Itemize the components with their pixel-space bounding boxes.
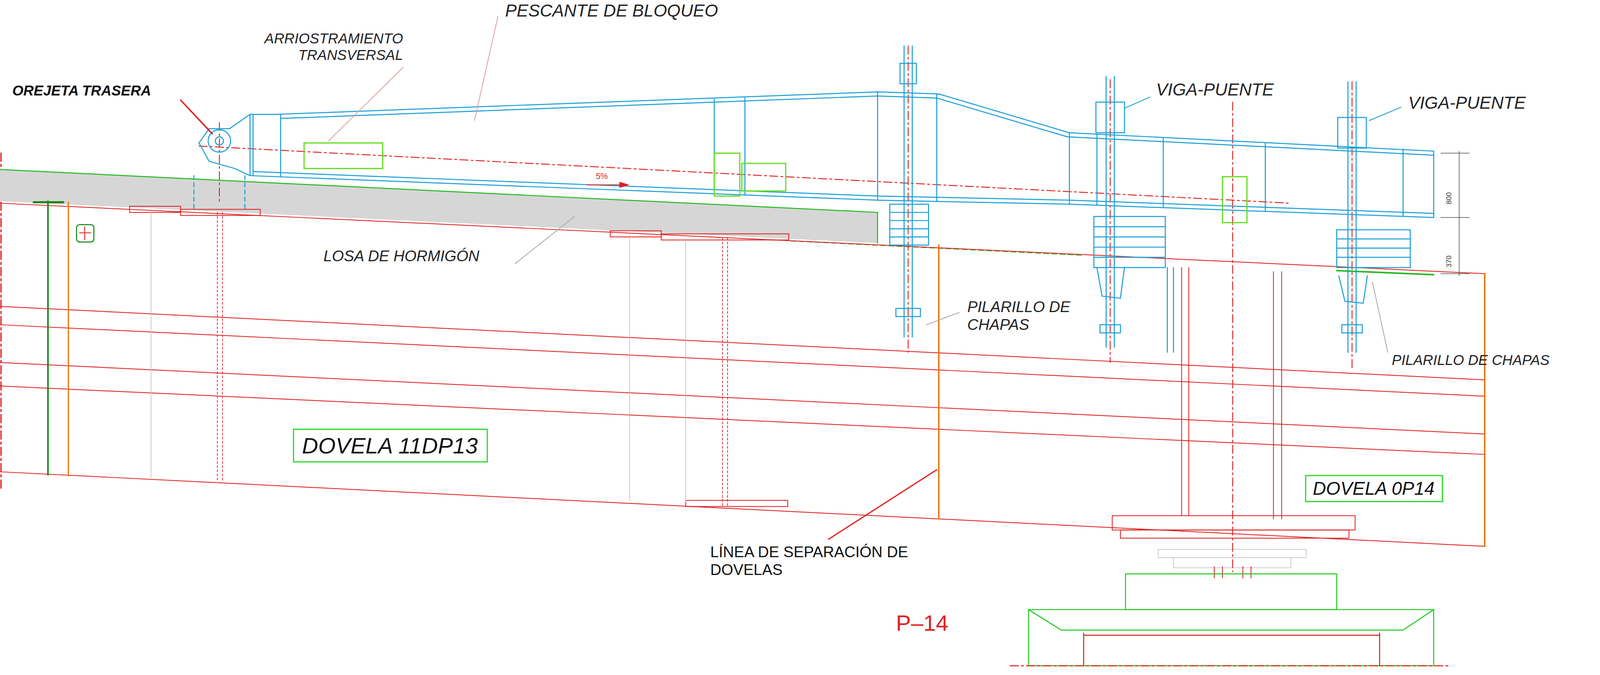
drawing-label: PILARILLO DE CHAPAS (1391, 351, 1550, 369)
drawing-label: LOSA DE HORMIGÓN (323, 247, 480, 265)
segment-name: DOVELA 11DP13 (301, 432, 478, 459)
drawing-label: 5% (595, 171, 608, 181)
drawing-label: VIGA-PUENTE (1156, 79, 1275, 100)
drawing-label: LÍNEA DE SEPARACIÓN DE DOVELAS (710, 542, 915, 578)
drawing-label: 370 (1445, 255, 1454, 268)
drawing-label: VIGA-PUENTE (1408, 92, 1527, 113)
drawing-label: OREJETA TRASERA (12, 82, 152, 100)
drawing-label: PILARILLO DE CHAPAS (967, 297, 1080, 333)
segment-box: DOVELA 0P14 (1305, 474, 1444, 503)
segment-box: DOVELA 11DP13 (292, 428, 488, 463)
drawing-label: P–14 (896, 610, 949, 636)
drawing-label: ARRIOSTRAMIENTO TRANSVERSAL (224, 30, 403, 64)
drawing-label: PESCANTE DE BLOQUEO (505, 0, 719, 21)
segment-name: DOVELA 0P14 (1312, 477, 1435, 499)
drawing-label: 800 (1445, 192, 1454, 205)
